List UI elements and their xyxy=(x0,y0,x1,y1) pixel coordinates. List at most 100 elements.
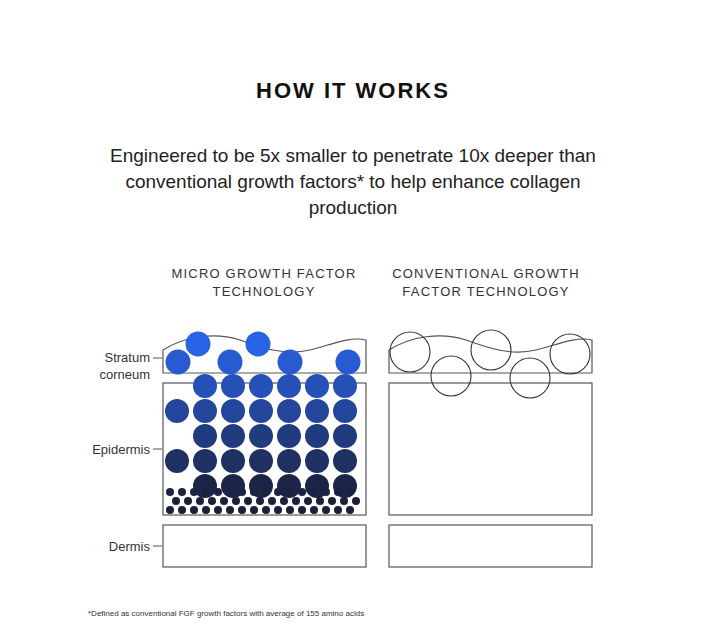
particle xyxy=(333,424,357,448)
particle xyxy=(202,506,210,514)
particle xyxy=(249,424,273,448)
particle xyxy=(166,506,174,514)
particle xyxy=(220,497,228,505)
micro-particles xyxy=(165,332,361,515)
particle xyxy=(274,488,282,496)
particle xyxy=(249,449,273,473)
particle xyxy=(292,497,300,505)
dermis-layer xyxy=(163,525,366,567)
stratum-layer xyxy=(389,336,592,373)
particle xyxy=(316,497,324,505)
epidermis-layer xyxy=(163,383,366,515)
leader-dash xyxy=(153,546,162,547)
particle xyxy=(178,488,186,496)
particle xyxy=(249,374,273,398)
particle xyxy=(178,506,186,514)
particle xyxy=(221,424,245,448)
particle xyxy=(340,497,348,505)
particle xyxy=(277,424,301,448)
particle xyxy=(305,449,329,473)
particle xyxy=(166,488,174,496)
conventional-particles xyxy=(390,330,590,398)
particle xyxy=(322,488,330,496)
particle xyxy=(305,374,329,398)
particle xyxy=(190,488,198,496)
particle xyxy=(346,506,354,514)
particle xyxy=(218,350,243,375)
conventional-panel xyxy=(389,330,592,567)
particle xyxy=(221,374,245,398)
particle xyxy=(221,474,245,498)
particle xyxy=(226,506,234,514)
particle xyxy=(250,506,258,514)
particle xyxy=(249,399,273,423)
particle xyxy=(250,488,258,496)
particle xyxy=(305,424,329,448)
particle xyxy=(277,399,301,423)
epidermis-layer xyxy=(389,383,592,515)
particle xyxy=(238,506,246,514)
particle xyxy=(186,332,211,357)
leader-dash xyxy=(153,449,162,450)
particle xyxy=(280,497,288,505)
particle xyxy=(334,506,342,514)
particle xyxy=(262,506,270,514)
particle xyxy=(193,399,217,423)
particle xyxy=(336,350,361,375)
particle xyxy=(238,488,246,496)
particle xyxy=(471,330,511,370)
particle xyxy=(310,506,318,514)
particle xyxy=(166,350,191,375)
particle xyxy=(244,497,252,505)
particle xyxy=(305,399,329,423)
particle xyxy=(193,374,217,398)
micro-panel xyxy=(163,332,366,568)
particle xyxy=(165,399,189,423)
particle xyxy=(277,449,301,473)
particle xyxy=(298,506,306,514)
particle xyxy=(221,399,245,423)
particle xyxy=(334,488,342,496)
particle xyxy=(333,449,357,473)
particle xyxy=(333,399,357,423)
particle xyxy=(390,332,430,372)
particle xyxy=(232,497,240,505)
particle xyxy=(274,506,282,514)
particle xyxy=(184,497,192,505)
particle xyxy=(193,449,217,473)
particle xyxy=(214,506,222,514)
particle xyxy=(172,497,180,505)
column-header: MICRO GROWTH FACTOR TECHNOLOGY xyxy=(154,265,374,301)
particle xyxy=(333,374,357,398)
particle xyxy=(165,449,189,473)
layer-label: Dermis xyxy=(40,538,150,555)
particle xyxy=(246,332,271,357)
particle xyxy=(298,488,306,496)
dermis-layer xyxy=(389,525,592,567)
leader-dash xyxy=(153,358,162,359)
particle xyxy=(346,488,354,496)
particle xyxy=(286,506,294,514)
particle xyxy=(226,488,234,496)
particle xyxy=(196,497,204,505)
title: HOW IT WORKS xyxy=(103,78,603,104)
particle xyxy=(304,497,312,505)
particle xyxy=(277,374,301,398)
particle xyxy=(262,488,270,496)
layer-label: Stratum corneum xyxy=(70,349,150,383)
particle xyxy=(249,474,273,498)
particle xyxy=(333,474,357,498)
particle xyxy=(193,424,217,448)
particle xyxy=(305,474,329,498)
particle xyxy=(214,488,222,496)
layer-label: Epidermis xyxy=(40,441,150,458)
particle xyxy=(286,488,294,496)
particle xyxy=(310,488,318,496)
particle xyxy=(510,358,550,398)
footnote: *Defined as conventional FGF growth fact… xyxy=(88,609,608,618)
particle xyxy=(322,506,330,514)
particle xyxy=(256,497,264,505)
particle xyxy=(431,356,471,396)
subtitle: Engineered to be 5x smaller to penetrate… xyxy=(108,143,598,221)
particle xyxy=(208,497,216,505)
